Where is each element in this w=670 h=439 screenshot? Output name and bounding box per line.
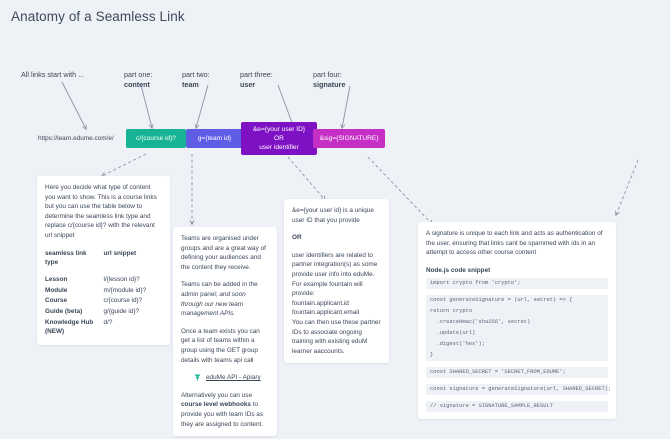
cell-snippet: c/{course id}? xyxy=(103,297,143,305)
user-card-paragraph-1: &e={your user id} is a unique user ID th… xyxy=(292,207,374,224)
team-card-p2-italic: and soon through our new team management… xyxy=(181,290,246,318)
user-card-paragraph-2: user identifiers are related to partner … xyxy=(292,251,381,357)
cell-type: Knowledge Hub (NEW) xyxy=(45,318,94,335)
part-three-prefix: part three: xyxy=(240,70,273,79)
user-card-or-label: OR xyxy=(292,233,381,243)
part-one-label: part one: content xyxy=(124,70,152,89)
table-row: Course c/{course id}? xyxy=(45,296,162,307)
user-description-card: &e={your user id} is a unique user ID th… xyxy=(284,199,389,364)
or-text: OR xyxy=(292,234,302,242)
part-three-name: user xyxy=(240,79,256,89)
part-two-label: part two: team xyxy=(182,70,210,89)
content-chip-label: c/{course id}? xyxy=(136,135,176,142)
part-four-name: signature xyxy=(313,79,346,89)
team-card-paragraph-3: Once a team exists you can get a list of… xyxy=(181,327,260,364)
code-line: // signature = SIGNATURE_SAMPLE_RESULT xyxy=(426,401,608,413)
cell-snippet: l/{lesson id}? xyxy=(103,275,140,283)
part-three-label: part three: user xyxy=(240,70,273,89)
code-line: const signature = generateSignature(url,… xyxy=(426,384,611,396)
user-chip-line3: user identifier xyxy=(259,144,299,151)
tree-icon xyxy=(194,374,201,382)
cell-type: Lesson xyxy=(45,275,68,283)
identifier-applicant-email: fountain.applicant.email xyxy=(292,309,360,317)
cell-snippet: d/? xyxy=(103,318,113,326)
team-chip[interactable]: g={team id} xyxy=(186,129,243,148)
code-line: .update(url) xyxy=(426,328,608,340)
page-title: Anatomy of a Seamless Link xyxy=(11,9,185,24)
code-snippet-label: Node.js code snippet xyxy=(426,266,491,274)
team-card-p4-a: Alternatively you can use xyxy=(181,391,253,399)
edume-api-link[interactable]: eduMe API - Apiary xyxy=(193,373,269,383)
user-chip-line2: OR xyxy=(274,135,284,142)
th-url-snippet: url snippet xyxy=(103,249,137,257)
cell-type: Module xyxy=(45,286,68,294)
team-card-p4-bold: course level webhooks xyxy=(181,401,251,409)
user-chip[interactable]: &e={your user ID} OR user identifier xyxy=(241,122,317,155)
table-row: Lesson l/{lesson id}? xyxy=(45,275,162,286)
table-row: Knowledge Hub (NEW) d/? xyxy=(45,318,162,338)
part-one-prefix: part one: xyxy=(124,70,153,79)
cell-snippet: g/{guide id}? xyxy=(103,308,140,316)
team-description-card: Teams are organised under groups and are… xyxy=(173,227,277,437)
code-line: .digest('hex'); xyxy=(426,339,608,351)
th-link-type: seamless link type xyxy=(45,249,87,266)
part-four-label: part four: signature xyxy=(313,70,345,89)
signature-chip[interactable]: &sig={SIGNATURE} xyxy=(313,129,385,148)
identifier-applicant-id: fountain.applicant.id xyxy=(292,299,349,307)
edume-api-link-label: eduMe API - Apiary xyxy=(206,374,261,382)
base-url-text: https://learn.edume.com/e/ xyxy=(38,135,114,142)
team-chip-label: g={team id} xyxy=(197,135,232,142)
table-header-row: seamless link type url snippet xyxy=(45,249,162,275)
code-block-result-comment: // signature = SIGNATURE_SAMPLE_RESULT xyxy=(426,401,608,413)
code-block-generate-signature: const generateSignature = (url, secret) … xyxy=(426,295,608,362)
code-line: return crypto xyxy=(426,306,608,318)
start-label: All links start with ... xyxy=(21,70,85,79)
signature-card-paragraph: A signature is unique to each link and a… xyxy=(426,230,603,257)
team-card-p4-b: to provide you with team IDs as they are… xyxy=(181,401,264,428)
user-chip-line1: &e={your user ID} xyxy=(252,126,306,133)
part-four-prefix: part four: xyxy=(313,70,342,79)
code-line: const SHARED_SECRET = 'SECRET_FROM_EDUME… xyxy=(426,367,608,379)
part-two-name: team xyxy=(182,79,199,89)
code-block-shared-secret: const SHARED_SECRET = 'SECRET_FROM_EDUME… xyxy=(426,367,608,379)
signature-description-card: A signature is unique to each link and a… xyxy=(418,222,616,420)
part-one-name: content xyxy=(124,79,150,89)
team-card-p2-plain: Teams can be added in the admin panel; xyxy=(181,281,258,298)
signature-chip-label: &sig={SIGNATURE} xyxy=(319,135,379,142)
code-line: const generateSignature = (url, secret) … xyxy=(426,295,608,307)
team-card-paragraph-4: Alternatively you can use course level w… xyxy=(181,391,269,429)
code-line: } xyxy=(426,350,608,362)
cell-type: Course xyxy=(45,297,68,305)
cell-snippet: m/{module id}? xyxy=(103,286,147,294)
code-line: import crypto from 'crypto'; xyxy=(426,278,608,290)
team-card-paragraph-2: Teams can be added in the admin panel; a… xyxy=(181,280,269,318)
content-description-card: Here you decide what type of content you… xyxy=(37,176,170,345)
part-two-prefix: part two: xyxy=(182,70,210,79)
code-block-signature-call: const signature = generateSignature(url,… xyxy=(426,384,611,396)
code-line: .createHmac('sha256', secret) xyxy=(426,317,608,329)
cell-type: Guide (beta) xyxy=(45,308,83,316)
url-snippet-table: seamless link type url snippet Lesson l/… xyxy=(45,249,162,338)
team-card-paragraph-1: Teams are organised under groups and are… xyxy=(181,235,266,271)
content-chip[interactable]: c/{course id}? xyxy=(126,129,186,148)
content-card-paragraph: Here you decide what type of content you… xyxy=(45,184,157,239)
table-row: Module m/{module id}? xyxy=(45,286,162,297)
code-block-import: import crypto from 'crypto'; xyxy=(426,278,608,290)
user-card-p2-text: user identifiers are related to partner … xyxy=(292,251,378,298)
user-card-p3-text: You can then use these partner IDs to as… xyxy=(292,318,381,355)
table-row: Guide (beta) g/{guide id}? xyxy=(45,307,162,318)
